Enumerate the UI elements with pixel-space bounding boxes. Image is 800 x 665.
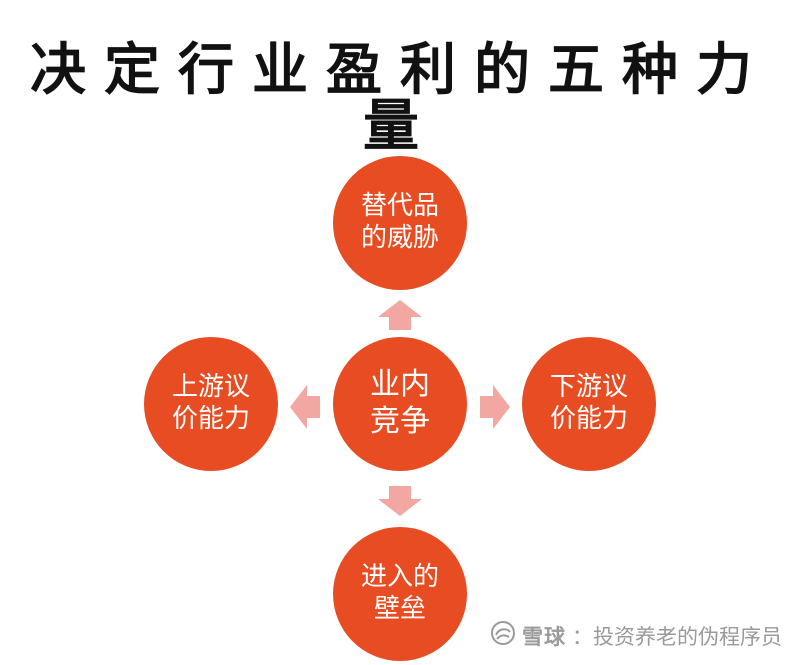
- node-industry-rivalry: 业内 竞争: [333, 337, 467, 471]
- node-supplier-power: 上游议 价能力: [144, 337, 278, 471]
- node-label-line1: 下游议: [549, 372, 628, 403]
- node-label-line2: 的威胁: [360, 223, 439, 253]
- snowball-logo-icon: [490, 620, 516, 651]
- node-buyer-power: 下游议 价能力: [522, 337, 656, 471]
- arrow-right-icon: [480, 385, 510, 429]
- node-label-line1: 替代品: [360, 191, 439, 222]
- node-label-line2: 价能力: [549, 404, 628, 434]
- node-label-line2: 价能力: [171, 404, 250, 434]
- node-entry-barriers: 进入的 壁垒: [333, 527, 467, 661]
- watermark: 雪球 ：投资养老的伪程序员: [490, 620, 782, 651]
- node-label-line1: 业内: [370, 367, 430, 403]
- watermark-brand: 雪球: [522, 624, 566, 649]
- page-title: 决定行业盈利的五种力量: [30, 37, 770, 159]
- arrow-up-icon: [378, 300, 422, 330]
- node-label-line1: 上游议: [171, 372, 250, 403]
- node-label-line2: 壁垒: [373, 594, 426, 624]
- node-label-line1: 进入的: [360, 562, 439, 593]
- arrow-down-icon: [378, 486, 422, 516]
- node-label-line2: 竞争: [370, 404, 430, 439]
- arrow-left-icon: [290, 385, 320, 429]
- watermark-text: ：投资养老的伪程序员: [572, 624, 782, 649]
- node-substitutes-threat: 替代品 的威胁: [333, 156, 467, 290]
